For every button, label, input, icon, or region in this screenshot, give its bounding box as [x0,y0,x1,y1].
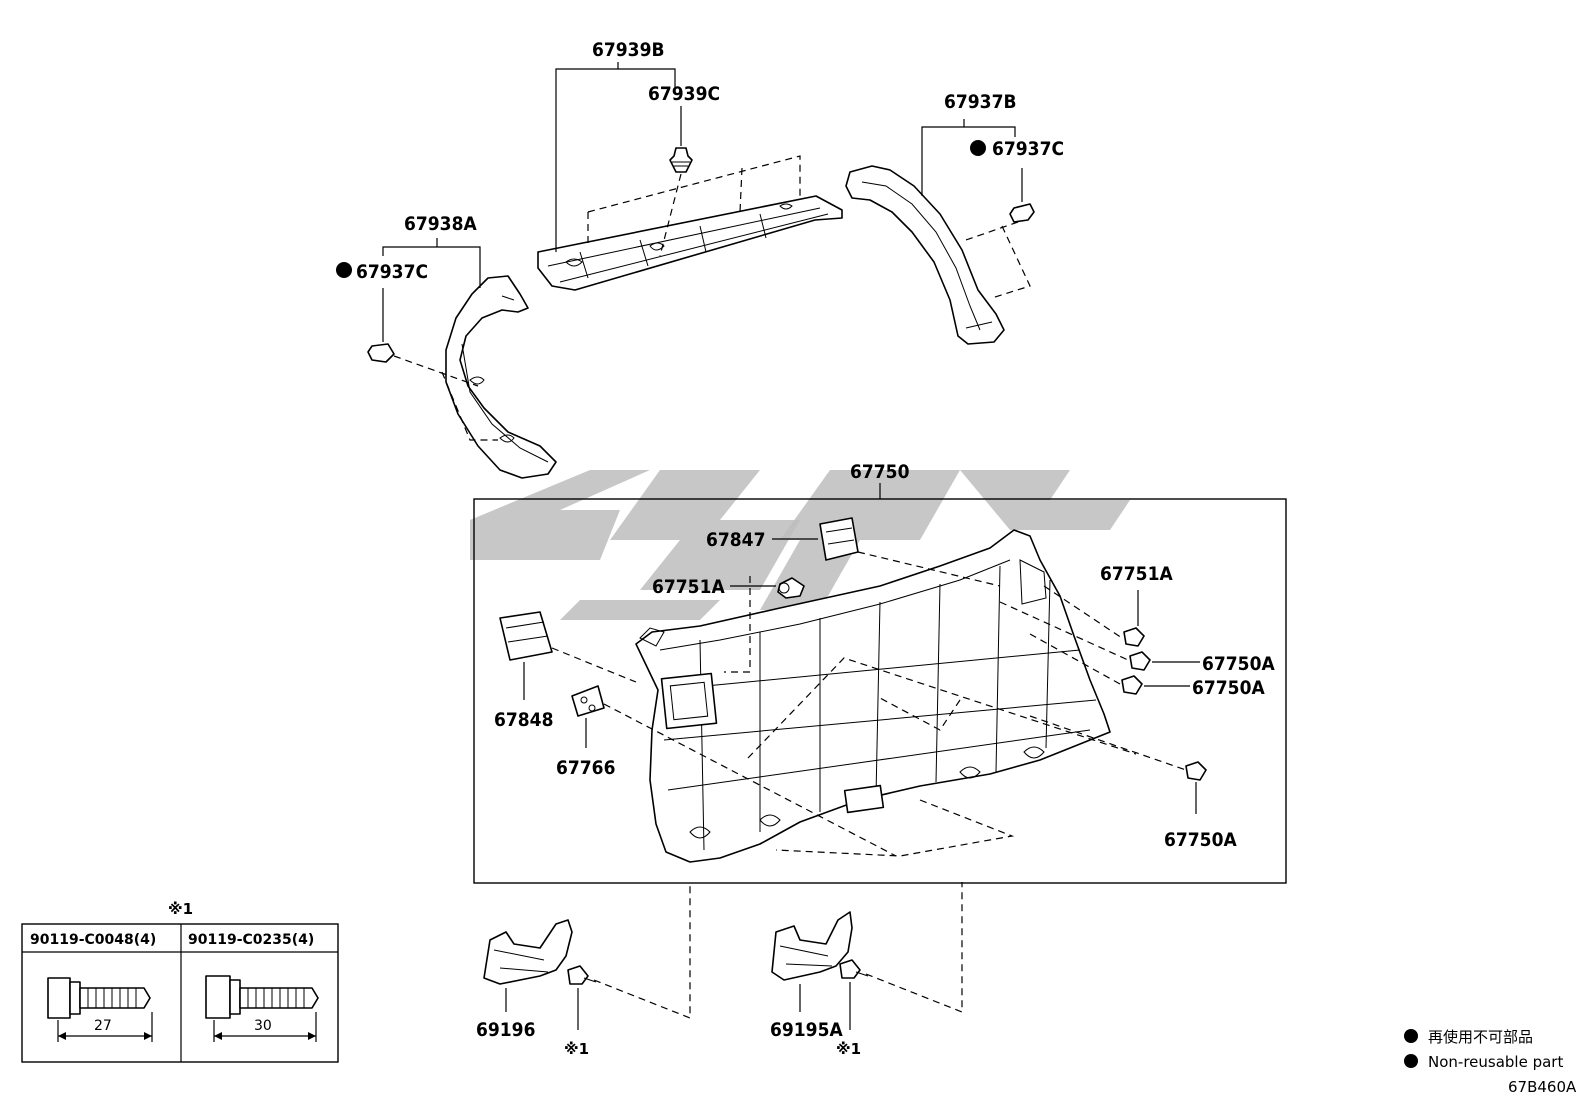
label-67937C-right: 67937C [992,138,1064,160]
part-67848-cover [499,611,553,661]
note-69195A: ※1 [836,1040,861,1058]
label-67937C-left: 67937C [356,261,428,283]
clip-67750A-1 [1129,651,1151,671]
label-67938A: 67938A [404,213,477,235]
clip-67750A-2 [1121,675,1143,695]
bolt-length-right: 30 [254,1018,272,1034]
dash-center [879,697,961,731]
dash-67939C [659,173,682,257]
dash-67937C-left [393,355,498,441]
bolt-drawing-right [205,975,319,1042]
dash-67847 [857,551,1001,587]
label-67939B: 67939B [592,39,665,61]
label-69195A: 69195A [770,1019,843,1041]
non-reusable-mark-left [336,262,352,278]
label-67848: 67848 [494,709,553,731]
legend-dot-jp [1404,1029,1418,1043]
bolt-code-left: 90119-C0048(4) [30,932,156,948]
label-67750A-2: 67750A [1192,677,1265,699]
diagram-code: 67B460A [1508,1078,1577,1096]
bolt-69196 [567,965,597,985]
part-67939B-upper-trim [537,195,843,291]
label-67847: 67847 [706,529,765,551]
dash-69195A [865,882,963,1013]
label-67750: 67750 [850,461,910,483]
clip-67751A-left [777,577,805,599]
part-67766-bracket [571,685,605,717]
legend-en: Non-reusable part [1428,1053,1563,1071]
label-67766: 67766 [556,757,615,779]
clip-67939C [669,147,693,173]
leader-67939B [555,68,676,252]
bolt-69195A [839,959,869,979]
label-67937B: 67937B [944,91,1017,113]
watermark-logo [470,470,1130,620]
leader-67938A [382,246,481,288]
label-67750A-3: 67750A [1164,829,1237,851]
dash-67939B-grid [587,155,801,248]
dash-69196 [593,886,691,1019]
dash-67751A-left [724,576,751,673]
label-67751A-left: 67751A [652,576,725,598]
label-69196: 69196 [476,1019,535,1041]
leader-67937B [921,126,1016,196]
dash-right-clips [775,585,1187,857]
bolt-length-left: 27 [94,1018,112,1034]
clip-67750A-3 [1185,761,1207,781]
bolt-code-right: 90119-C0235(4) [188,932,314,948]
clip-67937C-left [367,343,395,363]
note-69196: ※1 [564,1040,589,1058]
label-67750A-1: 67750A [1202,653,1275,675]
bolt-table [21,923,339,1063]
part-67937B-pillar-garnish [845,165,1005,345]
legend-jp: 再使用不可部品 [1428,1028,1533,1046]
non-reusable-mark-right [970,140,986,156]
clip-67937C-right [1009,203,1035,223]
bolt-table-note: ※1 [168,900,193,918]
part-67750-trim-board [635,529,1111,863]
dash-67848 [551,647,637,683]
part-67847-cover [819,517,859,561]
label-67939C: 67939C [648,83,720,105]
part-67938A-pillar-garnish [445,275,557,479]
dash-67937C-right [965,221,1031,299]
legend-dot-en [1404,1054,1418,1068]
bolt-drawing-left [47,977,153,1042]
dash-67766 [603,657,1137,857]
part-69196-pull-handle [483,919,573,985]
clip-67751A-right [1123,627,1145,647]
part-69195A-pull-handle [771,911,853,981]
label-67751A-right: 67751A [1100,563,1173,585]
